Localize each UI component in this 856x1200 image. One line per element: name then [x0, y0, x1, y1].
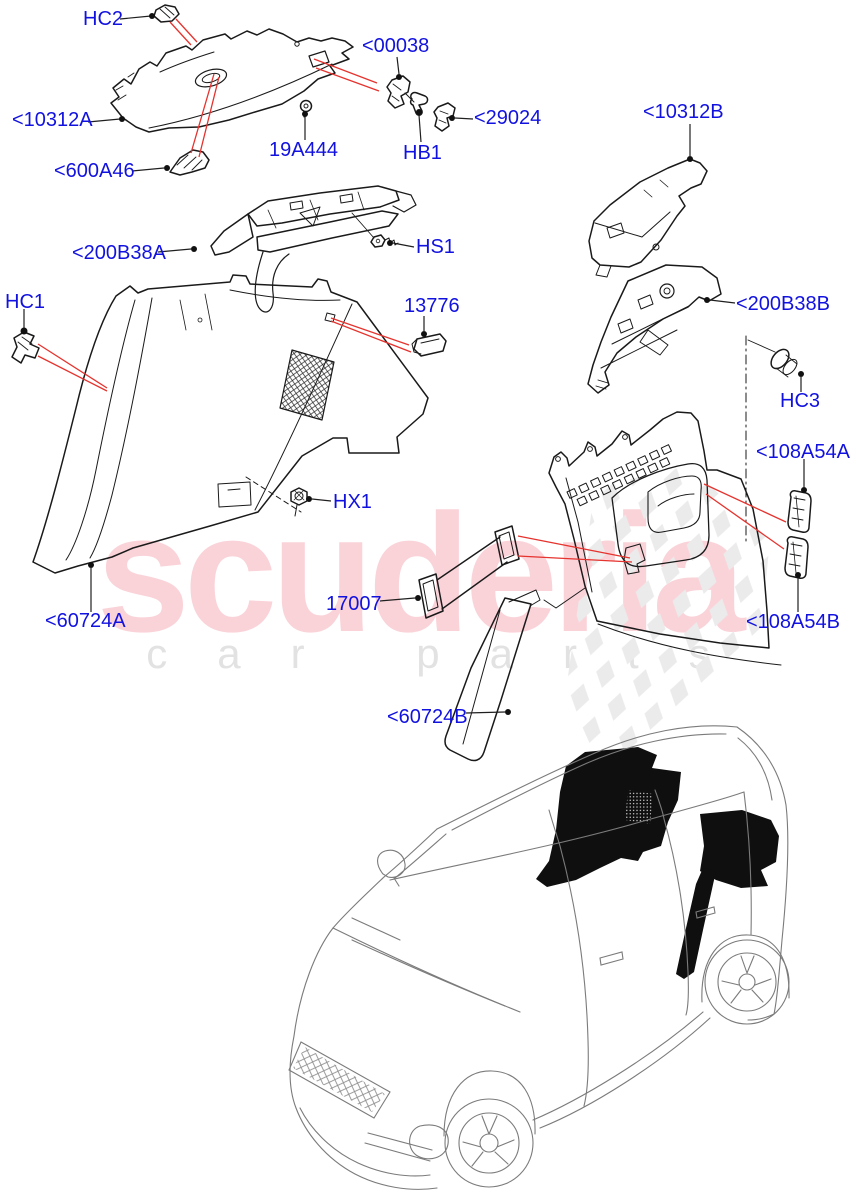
part-label-hc1[interactable]: HC1	[5, 291, 46, 313]
part-upper-trim-panel-10312a	[110, 28, 354, 133]
part-bracket-assembly-200b38b	[587, 264, 722, 394]
part-label-60724b[interactable]: <60724B	[387, 706, 468, 728]
callout-arrows	[37, 18, 787, 563]
part-label-60724a[interactable]: <60724A	[45, 610, 126, 632]
part-bracket-600a46	[169, 149, 210, 176]
rear-wheel-spokes	[721, 955, 772, 1004]
callout-dots	[20, 13, 807, 715]
part-label-10312a[interactable]: <10312A	[12, 109, 93, 131]
part-clip-108a54b	[784, 536, 809, 579]
part-clip-13776	[411, 333, 447, 357]
part-main-quarter-trim-panel	[32, 274, 429, 574]
part-label-10312b[interactable]: <10312B	[643, 101, 724, 123]
part-clip-108a54a	[787, 490, 812, 533]
callout-leaders	[23, 15, 805, 714]
part-upper-trim-panel-10312b	[588, 158, 708, 278]
part-strap-17007	[418, 525, 520, 619]
part-quarter-trim-panel-b	[543, 411, 782, 666]
checkered-flag	[566, 466, 770, 778]
part-grommet-hc3	[747, 339, 798, 378]
part-label-600a46[interactable]: <600A46	[54, 160, 135, 182]
part-label-hx1[interactable]: HX1	[333, 491, 372, 513]
part-label-200b38a[interactable]: <200B38A	[72, 242, 166, 264]
part-label-17007[interactable]: 17007	[326, 593, 382, 615]
part-label-hc2[interactable]: HC2	[83, 8, 124, 30]
part-bracket-assembly-200b38a	[210, 185, 417, 313]
part-label-00038[interactable]: <00038	[362, 35, 430, 57]
part-label-13776[interactable]: 13776	[404, 295, 460, 317]
part-label-200b38b[interactable]: <200B38B	[736, 293, 830, 315]
part-clip-hc1	[11, 331, 40, 364]
part-label-hb1[interactable]: HB1	[403, 142, 442, 164]
part-label-108a54b[interactable]: <108A54B	[746, 611, 840, 633]
part-label-108a54a[interactable]: <108A54A	[756, 441, 850, 463]
part-label-hc3[interactable]: HC3	[780, 390, 821, 412]
highlighted-trim-silhouettes	[536, 747, 779, 979]
part-label-29024[interactable]: <29024	[474, 107, 542, 129]
part-pillar-trim-60724b	[444, 589, 541, 762]
part-screw-hs1	[370, 234, 399, 248]
part-clip-hc2	[153, 4, 180, 23]
part-label-19a444[interactable]: 19A444	[269, 139, 338, 161]
part-label-hs1[interactable]: HS1	[416, 236, 455, 258]
part-clip-29024	[433, 102, 456, 132]
front-wheel-spokes	[462, 1115, 515, 1167]
part-clip-00038	[386, 75, 411, 109]
vehicle-drawing	[288, 725, 790, 1190]
part-nut-hx1	[290, 487, 308, 517]
part-bolt-hb1	[404, 91, 429, 116]
parts-line-art	[11, 4, 812, 762]
